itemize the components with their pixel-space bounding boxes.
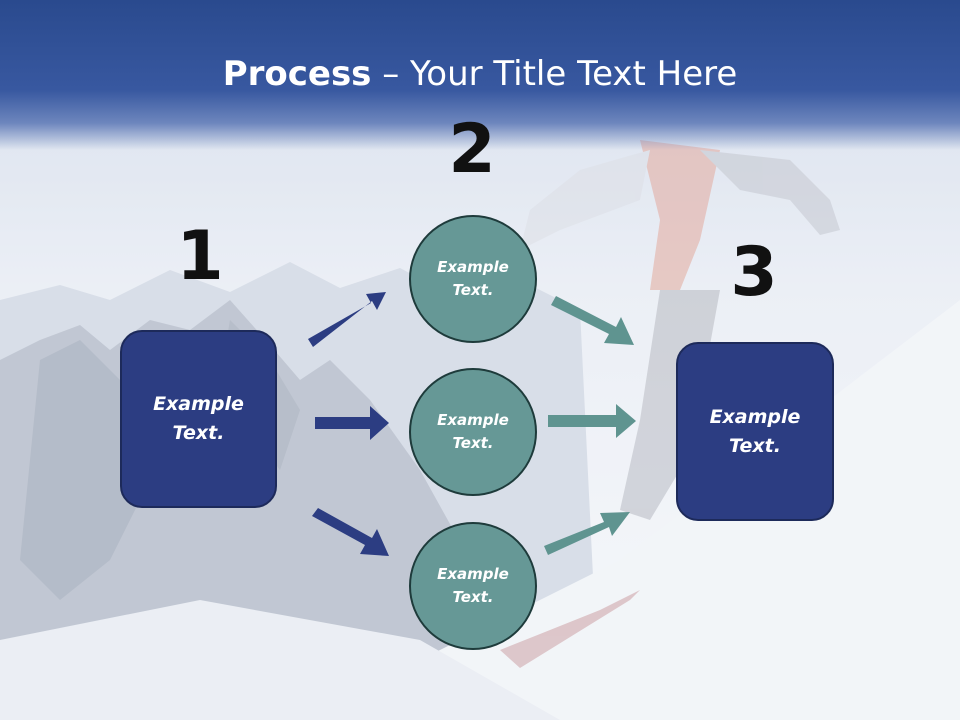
step-number-2: 2 bbox=[448, 110, 496, 189]
step-number-1: 1 bbox=[176, 217, 224, 296]
step-1-box[interactable]: Example Text. bbox=[120, 330, 277, 508]
step-3-text: Example Text. bbox=[709, 405, 801, 457]
slide-title: Process – Your Title Text Here bbox=[0, 52, 960, 96]
bottom-circle-text: Example Text. bbox=[437, 565, 509, 606]
top-circle-text: Example Text. bbox=[437, 258, 509, 299]
arrow-to-top-circle bbox=[308, 292, 386, 347]
title-rest: – Your Title Text Here bbox=[371, 54, 738, 94]
arrow-from-middle-circle bbox=[548, 404, 636, 438]
step-1-text: Example Text. bbox=[153, 393, 244, 444]
arrow-to-bottom-circle bbox=[312, 508, 389, 556]
step-3-box[interactable]: Example Text. bbox=[676, 342, 834, 521]
arrow-to-middle-circle bbox=[315, 406, 389, 440]
title-bold: Process bbox=[222, 54, 372, 94]
step-number-3: 3 bbox=[730, 233, 778, 312]
arrow-from-top-circle bbox=[551, 296, 634, 345]
arrow-from-bottom-circle bbox=[544, 512, 630, 555]
title-bar bbox=[0, 0, 960, 150]
middle-circle[interactable]: Example Text. bbox=[409, 368, 537, 496]
bottom-circle[interactable]: Example Text. bbox=[409, 522, 537, 650]
top-circle[interactable]: Example Text. bbox=[409, 215, 537, 343]
middle-circle-text: Example Text. bbox=[437, 411, 509, 452]
